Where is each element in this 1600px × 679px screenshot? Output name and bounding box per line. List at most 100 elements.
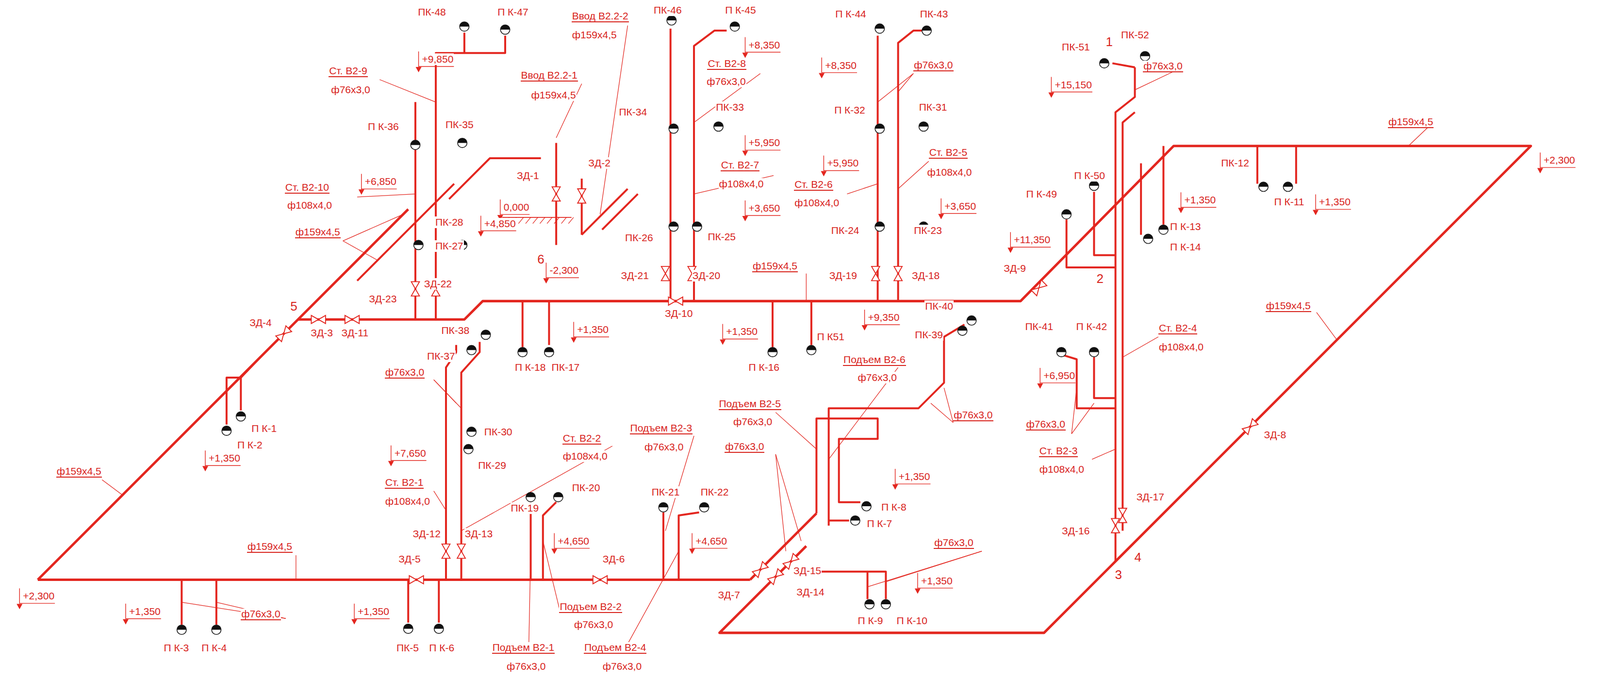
- hydrant-ring: [713, 121, 724, 132]
- elevation-label: +3,650: [943, 200, 977, 213]
- elevation-label: +4,650: [557, 535, 590, 547]
- pipe-label: Подъем В2-5: [718, 398, 782, 411]
- hydrant-symbol: [1061, 209, 1072, 219]
- elevation-label: +1,350: [208, 452, 241, 464]
- elevation-arrow: [742, 150, 748, 156]
- valve-symbol: [409, 575, 424, 584]
- hydrant-ring: [526, 492, 536, 502]
- hydrant-ring: [874, 23, 885, 33]
- equipment-label: ЗД-8: [1263, 428, 1287, 441]
- hydrant-symbol: [692, 221, 702, 231]
- elevation-arrow: [892, 484, 899, 490]
- hydrant-symbol: [553, 492, 563, 502]
- elevation-line: [1540, 152, 1576, 168]
- hydrant-symbol: [666, 15, 677, 25]
- equipment-label: ПК-27: [434, 240, 464, 252]
- equipment-label: ПК-30: [483, 426, 513, 438]
- elevation-line: [744, 134, 781, 150]
- hydrant-fill: [864, 599, 875, 605]
- hydrant-symbol: [874, 221, 885, 231]
- pipe-label: ф76х3,0: [913, 59, 954, 72]
- hydrant-ring: [1056, 347, 1066, 357]
- hydrant-symbol: [850, 515, 860, 526]
- branch-pipe: [898, 30, 924, 301]
- elevation-line: [1180, 192, 1217, 208]
- hydrant-fill: [874, 221, 885, 227]
- branch-pipe: [828, 324, 965, 526]
- valve-body: [767, 568, 784, 585]
- pipe-label: Ст. В2-2: [562, 432, 602, 445]
- hydrant-fill: [457, 138, 467, 144]
- leader-line: [943, 387, 954, 423]
- hydrant-ring: [919, 121, 929, 132]
- equipment-label: ф76х3,0: [506, 660, 546, 673]
- equipment-label: П К-14: [1169, 241, 1202, 253]
- equipment-label: ЗД-23: [368, 293, 397, 305]
- leader-line: [461, 445, 613, 531]
- pipe-label: ф76х3,0: [1142, 60, 1183, 73]
- elevation-mark: [820, 155, 859, 177]
- branch-pipe: [1093, 357, 1116, 398]
- leader-line: [1316, 312, 1337, 341]
- leader-line: [867, 551, 983, 588]
- hydrant-ring: [1061, 209, 1072, 219]
- equipment-label: ПК-43: [919, 8, 949, 20]
- hydrant-ring: [1089, 181, 1099, 191]
- branch-pipe: [357, 183, 455, 281]
- hydrant-symbol: [410, 140, 420, 150]
- elevation-arrow: [742, 215, 748, 222]
- hydrant-ring: [466, 345, 477, 355]
- elevation-line: [500, 199, 530, 215]
- branch-pipe: [602, 194, 639, 231]
- hydrant-ring: [1283, 181, 1293, 192]
- equipment-label: ЗД-10: [664, 307, 693, 320]
- elevation-label: +3,650: [747, 202, 781, 215]
- hydrant-symbol: [480, 329, 491, 340]
- elevation-line: [744, 37, 781, 53]
- hydrant-fill: [668, 123, 678, 129]
- equipment-label: ЗД-18: [911, 269, 941, 282]
- elevation-mark: [1037, 367, 1076, 389]
- hydrant-fill: [957, 326, 967, 331]
- branch-pipe: [867, 571, 887, 600]
- equipment-label: П К-32: [833, 104, 866, 116]
- hydrant-ring: [874, 221, 885, 231]
- hydrant-ring: [668, 123, 678, 133]
- valve-body: [1111, 518, 1120, 533]
- leader-line: [1091, 448, 1116, 460]
- hydrant-ring: [466, 427, 477, 437]
- hydrant-symbol: [1140, 51, 1150, 61]
- elevation-line: [1315, 194, 1352, 210]
- leader-line: [898, 73, 914, 92]
- valve-symbol: [577, 188, 586, 203]
- hydrant-ring: [668, 221, 678, 231]
- branch-pipe: [669, 28, 672, 302]
- pipe-label: Ст. В2-1: [384, 477, 424, 489]
- leader-line: [295, 555, 297, 580]
- pipe-label: Ст. В2-7: [720, 159, 760, 172]
- valve-body: [668, 296, 683, 306]
- elevation-label: -2,300: [548, 264, 579, 277]
- hydrant-symbol: [413, 240, 424, 250]
- elevation-line: [1051, 77, 1093, 93]
- hydrant-fill: [767, 347, 777, 353]
- elevation-mark: [551, 533, 590, 555]
- hydrant-symbol: [463, 444, 474, 454]
- elevation-label: 0,000: [503, 201, 530, 214]
- hydrant-fill: [466, 427, 477, 432]
- elevation-mark: [1007, 231, 1051, 253]
- equipment-label: ЗД-13: [464, 527, 494, 540]
- hydrant-ring: [658, 502, 668, 512]
- leader-line: [343, 240, 379, 261]
- elevation-arrow: [570, 337, 577, 343]
- hydrant-symbol: [729, 21, 740, 32]
- hydrant-ring: [410, 140, 420, 150]
- elevation-mark: [570, 321, 610, 343]
- elevation-label: +1,350: [898, 470, 931, 483]
- elevation-mark: [497, 199, 530, 221]
- hydrant-fill: [1089, 347, 1099, 353]
- hydrant-ring: [850, 515, 860, 526]
- hydrant-symbol: [874, 23, 885, 33]
- elevation-label: +1,350: [128, 605, 162, 618]
